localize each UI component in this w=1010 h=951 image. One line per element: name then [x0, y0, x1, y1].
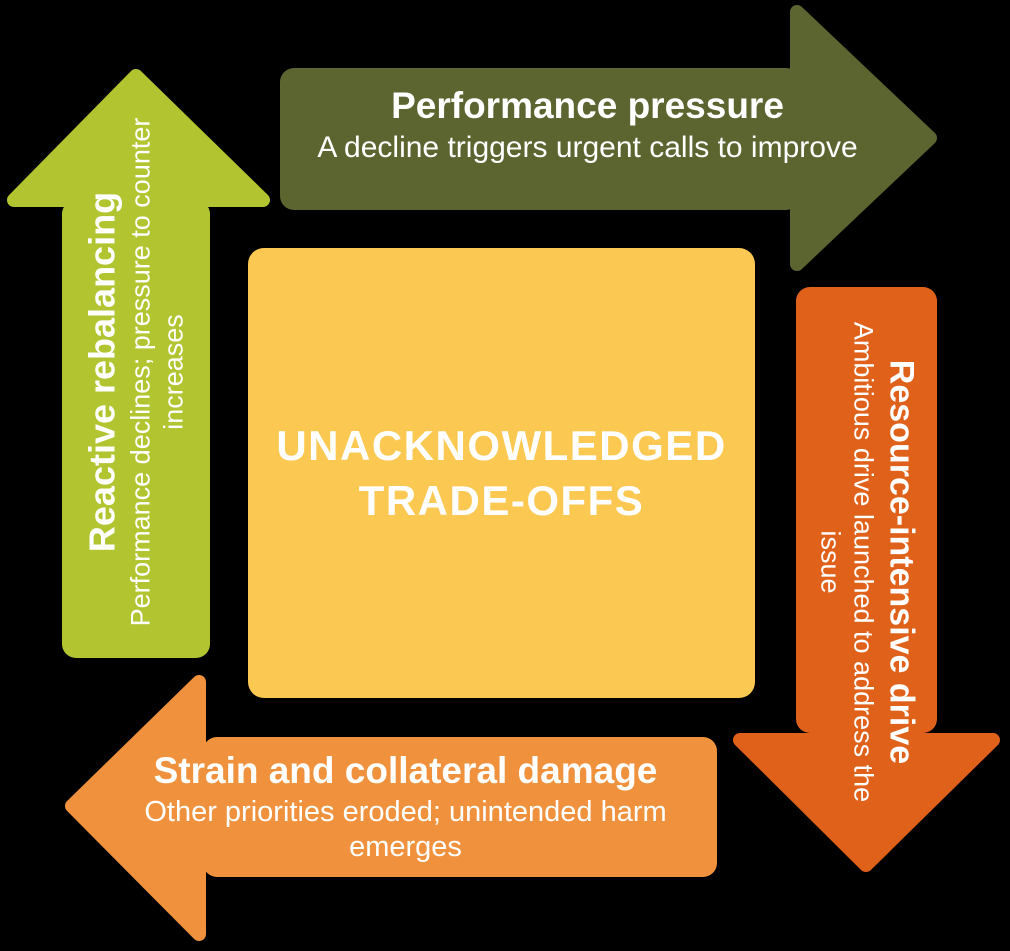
- left-arrow-subtitle: Performance declines; pressure to counte…: [125, 117, 189, 627]
- left-arrow-title: Reactive rebalancing: [81, 191, 123, 553]
- center-box: UNACKNOWLEDGED TRADE-OFFS: [248, 248, 755, 698]
- right-arrow: [733, 287, 1000, 872]
- bottom-arrow-subtitle: Other priorities eroded; unintended harm…: [144, 795, 667, 863]
- bottom-arrow: [65, 675, 717, 941]
- top-arrow-head: [790, 5, 937, 271]
- left-arrow-text: Reactive rebalancing Performance decline…: [81, 107, 190, 637]
- right-arrow-subtitle: Ambitious drive launched to address the …: [815, 321, 879, 803]
- left-arrow-body: [62, 200, 210, 658]
- right-arrow-text: Resource-intensive drive Ambitious drive…: [814, 317, 921, 807]
- right-arrow-title: Resource-intensive drive: [882, 359, 921, 765]
- bottom-arrow-head: [65, 675, 206, 941]
- top-arrow-title: Performance pressure: [391, 85, 784, 126]
- top-arrow-text: Performance pressure A decline triggers …: [265, 85, 910, 166]
- right-arrow-body: [796, 287, 937, 733]
- bottom-arrow-text: Strain and collateral damage Other prior…: [123, 750, 688, 865]
- left-arrow: [7, 69, 270, 658]
- left-arrow-head: [7, 69, 270, 207]
- top-arrow: [280, 5, 937, 271]
- top-arrow-body: [280, 68, 800, 210]
- right-arrow-head: [733, 733, 1000, 872]
- bottom-arrow-body: [203, 737, 717, 877]
- top-arrow-subtitle: A decline triggers urgent calls to impro…: [317, 130, 858, 164]
- center-title: UNACKNOWLEDGED TRADE-OFFS: [276, 421, 727, 524]
- bottom-arrow-title: Strain and collateral damage: [153, 750, 658, 791]
